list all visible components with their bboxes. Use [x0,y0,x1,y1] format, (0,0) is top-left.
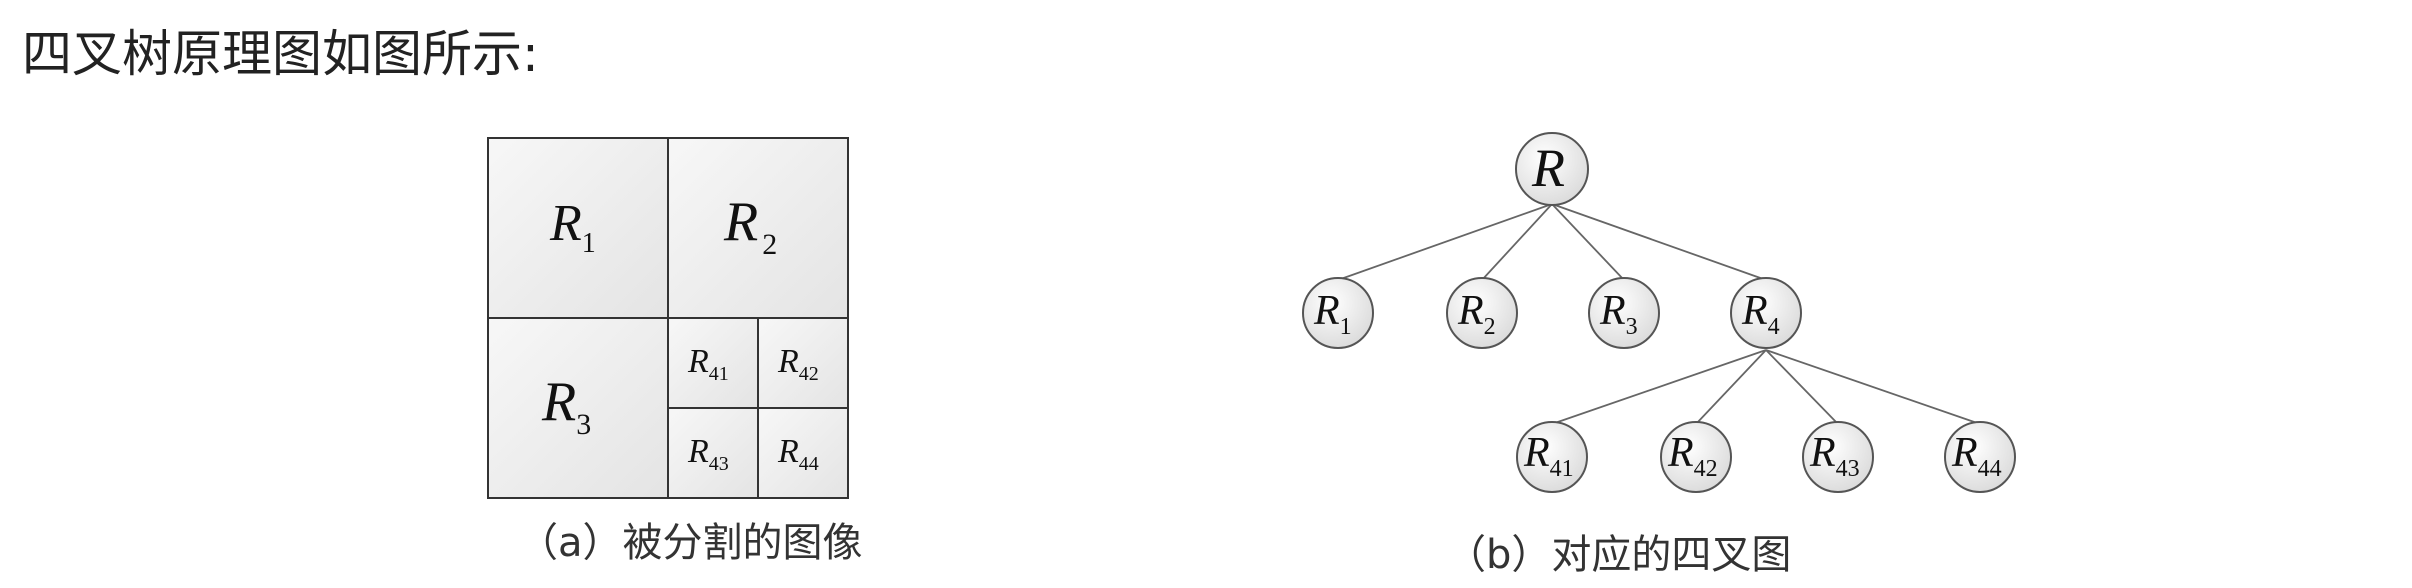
node-label-r42: R42 [1667,430,1718,482]
node-r41 [1516,421,1588,493]
caption-a: （a）被分割的图像 [518,520,863,566]
quadtree-graph: R R1 R2 R3 R4 R41 R42 R43 R44 [1302,132,2016,493]
node-label-r2: R2 [1457,288,1496,340]
node-r3 [1588,277,1660,349]
page-heading: 四叉树原理图如图所示: [22,25,539,83]
node-r4 [1730,277,1802,349]
node-label-r43: R43 [1809,430,1860,482]
region-label-r41: R41 [687,343,729,385]
node-label-r1: R1 [1313,288,1352,340]
edge-r-r3 [1551,203,1625,281]
node-r2 [1446,277,1518,349]
region-label-r3: R3 [541,371,591,441]
region-label-r44: R44 [777,433,819,475]
node-label-r3: R3 [1599,288,1638,340]
region-r1 [487,137,669,319]
edge-r4-r43 [1765,349,1839,425]
edge-r4-r41 [1551,349,1767,425]
edge-r-r2 [1481,203,1553,281]
node-label-r4: R4 [1741,288,1780,340]
node-r1 [1302,277,1374,349]
node-r43 [1802,421,1874,493]
node-label-root: R [1531,138,1565,198]
node-label-r44: R44 [1951,430,2002,482]
edge-r4-r44 [1765,349,1981,425]
region-r3 [487,317,669,499]
edge-r-r1 [1337,203,1553,281]
node-label-r41: R41 [1523,430,1574,482]
region-label-r43: R43 [687,433,729,475]
region-r43 [667,407,759,499]
region-label-r42: R42 [777,343,819,385]
region-r2 [667,137,849,319]
node-root [1515,132,1589,206]
node-r44 [1944,421,2016,493]
edge-r4-r42 [1695,349,1767,425]
region-label-r1: R1 [549,195,596,259]
node-r42 [1660,421,1732,493]
edge-r-r4 [1551,203,1767,281]
region-r44 [757,407,849,499]
caption-b: （b）对应的四叉图 [1446,532,1792,578]
